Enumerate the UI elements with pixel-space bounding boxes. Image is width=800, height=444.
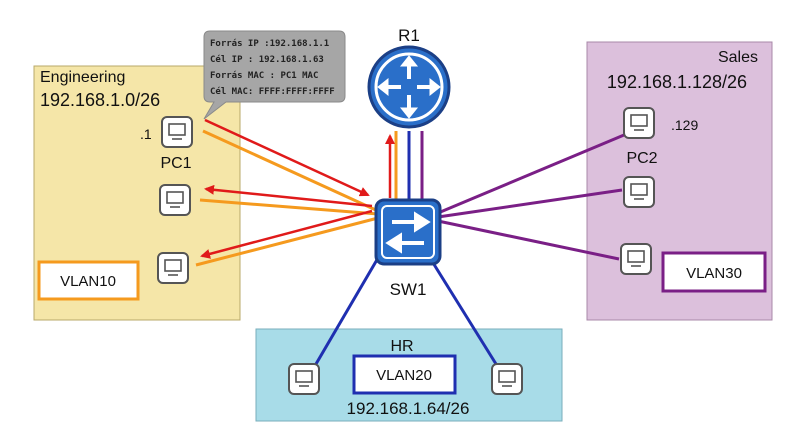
broadcast-arrow-pc1 [204, 118, 370, 197]
link-pc-sales3-sw1 [437, 219, 620, 261]
broadcast-arrow-eng3 [200, 209, 373, 259]
vlan20-badge [352, 354, 457, 395]
sales-subnet: 192.168.1.128/26 [607, 72, 747, 92]
sales-name: Sales [718, 49, 758, 66]
pc2-icon[interactable] [623, 107, 655, 139]
engineering-subnet: 192.168.1.0/26 [40, 90, 160, 110]
link-pc1-sw1 [202, 129, 379, 213]
broadcast-arrow-eng2 [204, 184, 373, 208]
vlan20-label: VLAN20 [376, 367, 432, 384]
hr-subnet: 192.168.1.64/26 [347, 399, 470, 418]
pc2-ip: .129 [671, 117, 698, 133]
frame-info-callout: Forrás IP :192.168.1.1 Cél IP : 192.168.… [203, 30, 346, 120]
pc-eng2-icon[interactable] [159, 184, 191, 216]
pc-hr2-icon[interactable] [491, 363, 523, 395]
engineering-name: Engineering [40, 69, 125, 86]
vlan10-badge [37, 260, 140, 301]
frame-dst-mac: Cél MAC: FFFF:FFFF:FFFF [210, 86, 335, 97]
link-pc-eng2-sw1 [199, 198, 379, 216]
vlan30-badge [661, 251, 767, 293]
switch-sw1[interactable] [374, 198, 442, 266]
pc-hr1-icon[interactable] [288, 363, 320, 395]
link-pc-sales2-sw1 [437, 188, 623, 219]
pc1-label: PC1 [160, 155, 191, 172]
link-pc-eng3-sw1 [195, 216, 379, 267]
hr-name: HR [390, 338, 413, 355]
link-pc-hr1-sw1 [314, 257, 380, 365]
router-icon [367, 45, 451, 129]
router-r1[interactable] [367, 45, 451, 129]
switch-label: SW1 [390, 280, 427, 299]
frame-src-ip: Forrás IP :192.168.1.1 [210, 39, 329, 49]
pc1-ip: .1 [140, 126, 152, 142]
frame-src-mac: Forrás MAC : PC1 MAC [210, 71, 318, 81]
link-pc-hr2-sw1 [428, 257, 498, 365]
router-label: R1 [398, 26, 420, 45]
pc-sales3-icon[interactable] [620, 243, 652, 275]
vlan30-label: VLAN30 [686, 265, 742, 282]
pc-sales2-icon[interactable] [623, 176, 655, 208]
switch-icon [374, 198, 442, 266]
link-pc2-sw1 [437, 133, 625, 215]
frame-dst-ip: Cél IP : 192.168.1.63 [210, 54, 324, 65]
pc-eng3-icon[interactable] [157, 252, 189, 284]
vlan10-label: VLAN10 [60, 273, 116, 290]
pc2-label: PC2 [626, 150, 657, 167]
pc1-icon[interactable] [161, 116, 193, 148]
